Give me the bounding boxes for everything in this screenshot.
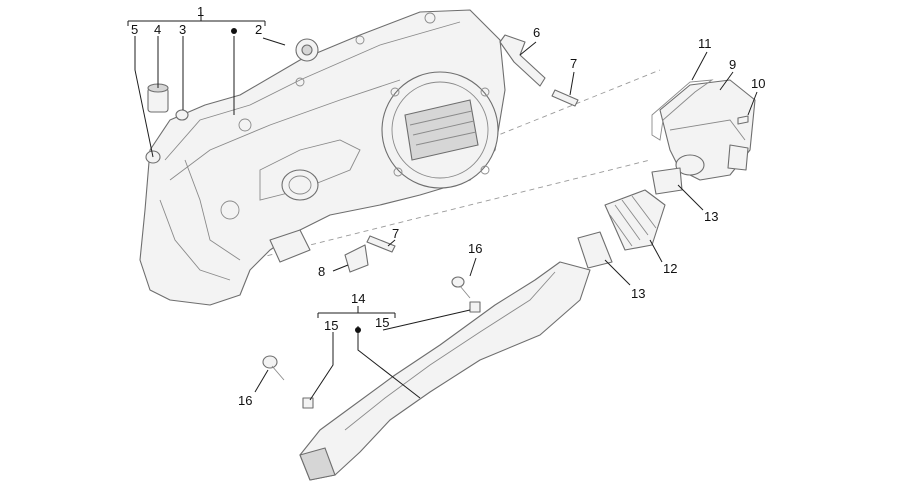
screw-upper [451, 276, 471, 299]
callout-15-left: 15 [324, 318, 338, 333]
intake-housing [659, 79, 756, 181]
callout-3: 3 [179, 22, 186, 37]
callout-7-lower: 7 [392, 226, 399, 241]
bolt-upper [551, 89, 579, 107]
group-dot-1 [231, 28, 237, 34]
bellows-duct [604, 189, 666, 251]
clip-nut-upper [469, 301, 481, 313]
callout-12: 12 [663, 261, 677, 276]
callout-11: 11 [698, 36, 712, 51]
bracket-group-14 [317, 312, 396, 318]
callout-7-upper: 7 [570, 56, 577, 71]
callout-9: 9 [729, 57, 736, 72]
clip-part [344, 244, 369, 273]
callout-16-lower: 16 [238, 393, 252, 408]
cover-foot [269, 229, 311, 263]
alignment-line-lower [249, 159, 651, 261]
callout-4: 4 [154, 22, 161, 37]
air-duct [299, 261, 591, 481]
bushing-part [147, 83, 169, 113]
callout-6: 6 [533, 25, 540, 40]
callout-1: 1 [197, 4, 204, 19]
callout-14: 14 [351, 291, 365, 306]
callout-15-right: 15 [375, 315, 389, 330]
screw-lower [262, 355, 285, 381]
bolt-lower [366, 235, 396, 253]
seal-part [651, 79, 714, 141]
callout-13-upper: 13 [704, 209, 718, 224]
transmission-cover [139, 9, 506, 306]
callout-8: 8 [318, 264, 325, 279]
callout-2: 2 [255, 22, 262, 37]
gasket-lower [577, 231, 613, 269]
bracket-part [499, 34, 546, 87]
ring-part [175, 109, 189, 121]
callout-16-upper: 16 [468, 241, 482, 256]
callout-13-lower: 13 [631, 286, 645, 301]
clip-nut-lower [302, 397, 314, 409]
callout-10: 10 [751, 76, 765, 91]
group-dot-14 [355, 327, 361, 333]
screw-small [737, 115, 749, 125]
bearing-part [295, 38, 319, 62]
callout-5: 5 [131, 22, 138, 37]
bracket-group-1 [127, 20, 266, 26]
gasket-upper [651, 167, 683, 195]
